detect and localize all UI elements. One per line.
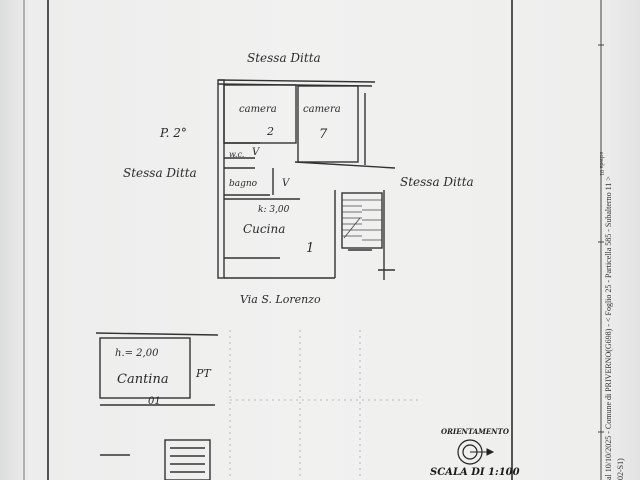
- left-neighbor-label: Stessa Ditta: [123, 166, 197, 180]
- room-label-camera: camera: [239, 104, 277, 115]
- mark: V: [252, 147, 261, 158]
- room-label-bath: bagno: [229, 179, 258, 189]
- street-label: Via S. Lorenzo: [240, 293, 321, 306]
- top-neighbor-label: Stessa Ditta: [247, 51, 321, 65]
- cellar-height-label: h.= 2,00: [115, 348, 159, 359]
- cellar-label: Cantina: [117, 372, 169, 387]
- cellar-mark: 01: [148, 396, 161, 407]
- cellar-floor-label: PT: [195, 367, 212, 380]
- footer-text-2: 02-S1): [616, 458, 625, 480]
- mark: 2: [266, 125, 274, 138]
- room-label-camera: camera: [303, 104, 341, 115]
- floor-label: P. 2°: [159, 126, 187, 140]
- height-label: k: 3,00: [258, 205, 290, 215]
- mark: V: [282, 178, 291, 189]
- faint-grid: [229, 330, 420, 480]
- apartment-walls: [217, 79, 396, 280]
- footer-text: al 10/10/2025 - Comune di PRIVERNO(G698)…: [604, 176, 613, 480]
- mark: 1: [306, 241, 314, 256]
- room-label-wc: w.c.: [229, 150, 244, 159]
- room-label-kitchen: Cucina: [243, 222, 285, 236]
- compass-icon: [457, 439, 495, 465]
- orientation-title: ORIENTAMENTO: [441, 427, 510, 436]
- mark: 7: [319, 127, 328, 142]
- cellar-walls: [95, 332, 219, 480]
- staircase: [342, 199, 382, 241]
- sheet-label: scheda 01: [598, 152, 604, 176]
- scale-label: SCALA DI 1:100: [430, 467, 520, 478]
- right-neighbor-label: Stessa Ditta: [400, 175, 474, 189]
